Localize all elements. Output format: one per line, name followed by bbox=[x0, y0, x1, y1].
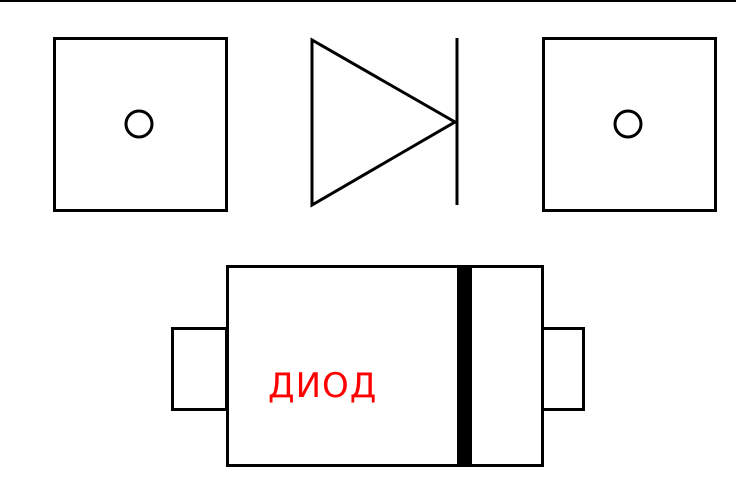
left-pad-outline bbox=[53, 37, 228, 212]
right-terminal-lead bbox=[541, 327, 585, 411]
left-pad-icon bbox=[53, 37, 228, 212]
top-border-line bbox=[0, 0, 736, 2]
left-terminal-lead bbox=[171, 327, 228, 411]
package-body bbox=[226, 265, 544, 467]
right-pad-icon bbox=[542, 37, 717, 212]
right-pad-hole bbox=[613, 109, 643, 139]
diode-label: ДИОД bbox=[268, 366, 378, 406]
diode-symbol-icon bbox=[310, 37, 459, 208]
left-pad-hole bbox=[124, 109, 154, 139]
right-pad-outline bbox=[542, 37, 717, 212]
cathode-band bbox=[457, 266, 472, 466]
diode-anode-triangle bbox=[310, 37, 459, 208]
diode-package bbox=[171, 265, 585, 467]
